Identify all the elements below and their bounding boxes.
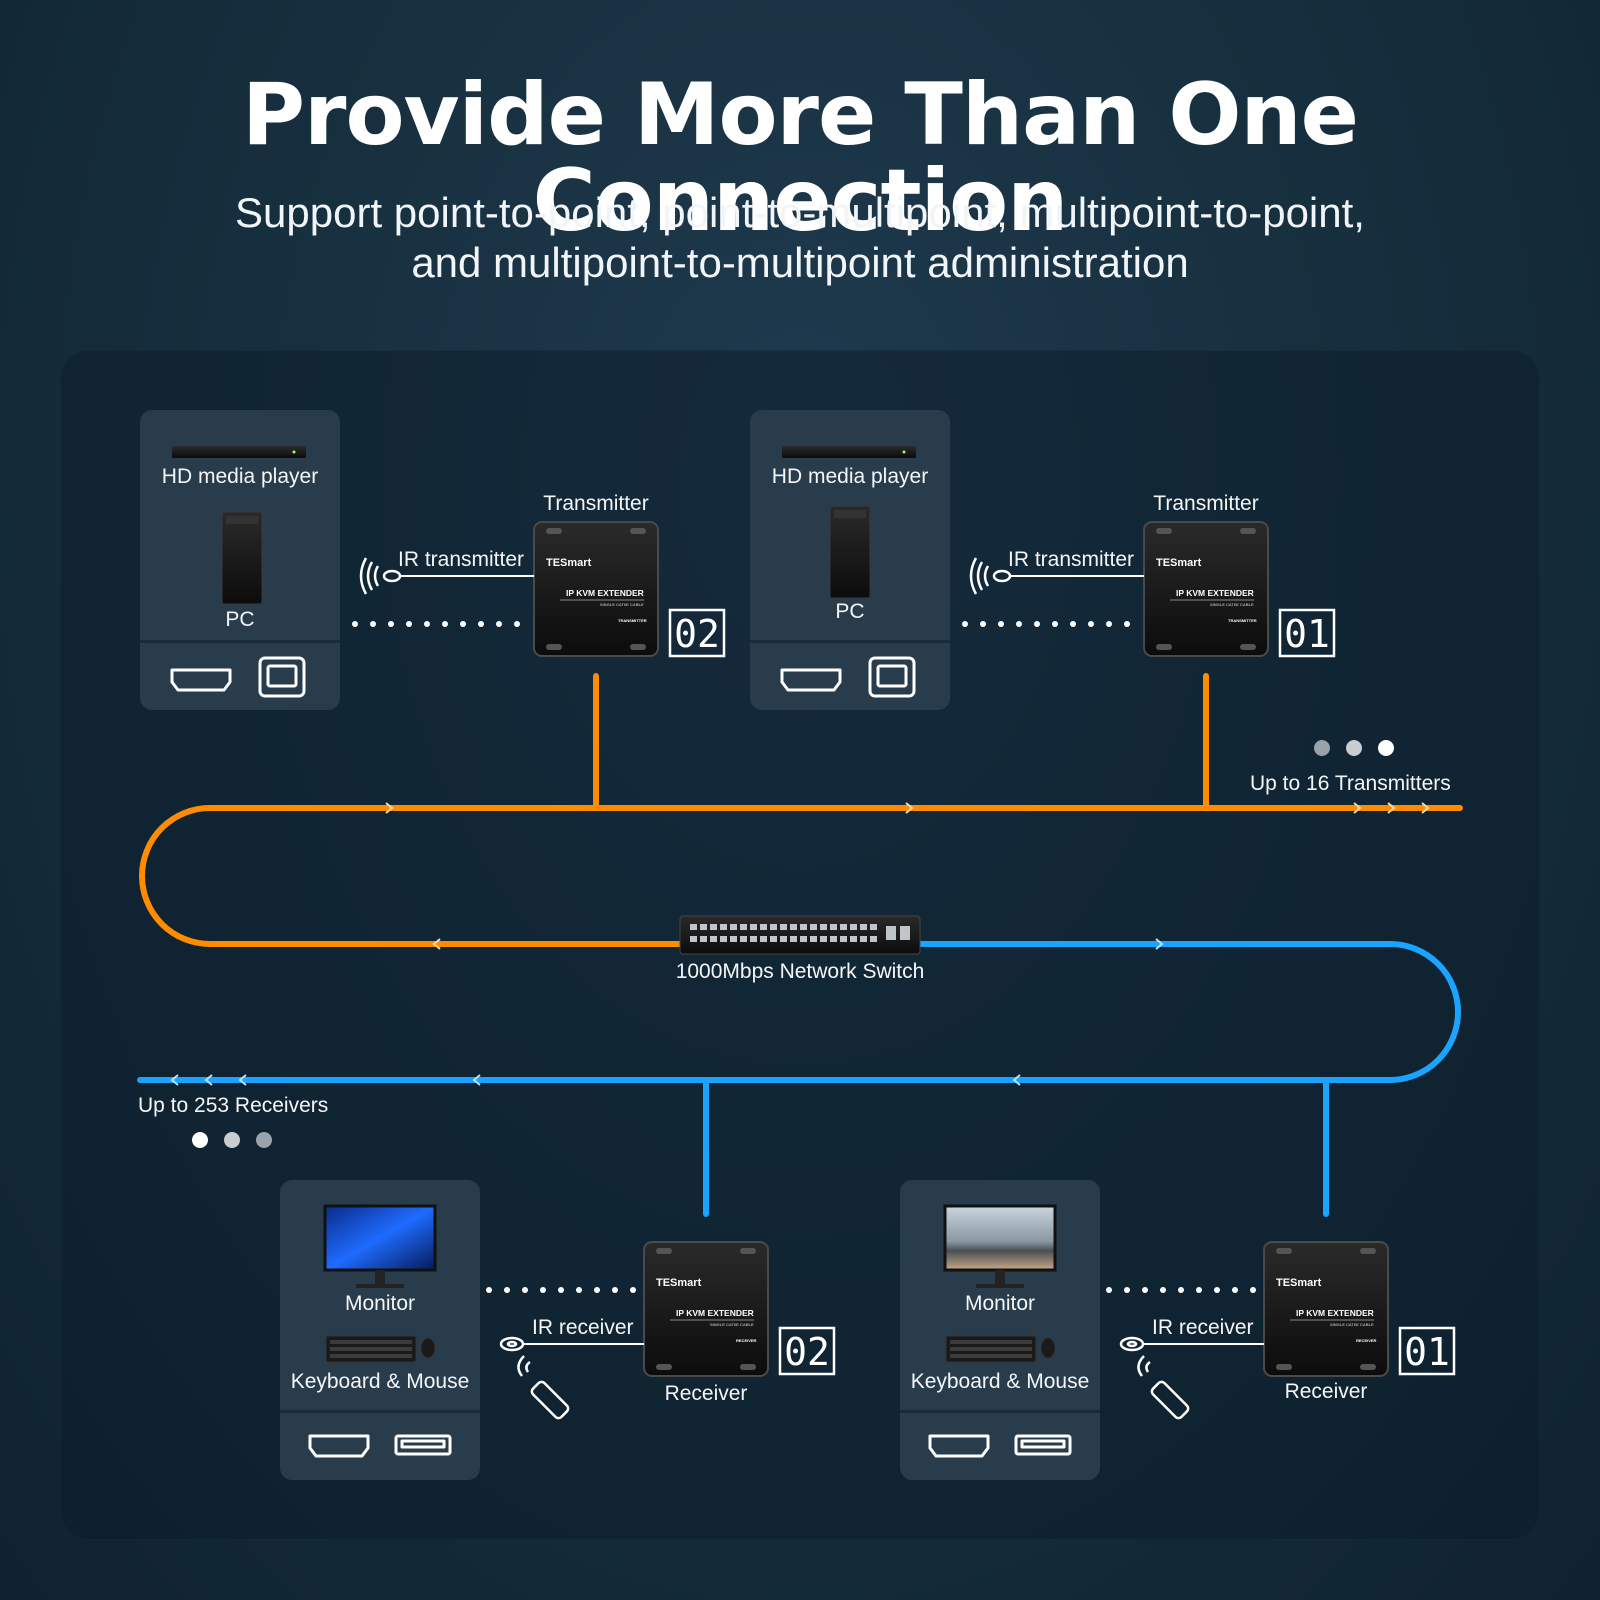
transmitter-1-id-display: 02 [674,612,720,656]
receiver-1-tag: RECEIVER [736,1338,757,1343]
transmitter-1-device-label: Transmitter [543,492,649,515]
transmitter-1-tag: TRANSMITTER [618,618,647,623]
subtitle-line-1: Support point-to-point, point-to-multipo… [235,189,1365,236]
receiver-2-tag: RECEIVER [1356,1338,1377,1343]
transmitter-2-source-top-label: HD media player [771,465,929,488]
receiver-device-icon [1263,1241,1389,1377]
transmitter-2-device-label: Transmitter [1153,492,1259,515]
id-display-frame [778,1326,836,1376]
id-display-frame [1278,608,1336,658]
transmit-network-line [139,673,1463,947]
transmitter-2-tag: TRANSMITTER [1228,618,1257,623]
hdmi-port-icon [170,668,232,692]
receiver-2-ir-label: IR receiver [1152,1316,1254,1339]
pc-tower-icon [221,511,263,605]
receiver-1-model: IP KVM EXTENDER [676,1308,754,1318]
receiver-1-id-display: 02 [784,1330,830,1374]
ir-receiver-icon [499,1336,525,1352]
remote-control-icon [1137,1355,1190,1420]
subtitle-line-2: and multipoint-to-multipoint administrat… [411,239,1189,286]
receiver-2-brand: TESmart [1276,1277,1322,1289]
transmitter-2-brand: TESmart [1156,557,1202,569]
usb-a-port-icon [394,1434,452,1456]
keyboard-mouse-icon [325,1335,436,1363]
transmitter-1-sub: SINGLE CAT6E CABLE [600,602,644,607]
transmitter-1-brand: TESmart [546,557,592,569]
transmitter-device-icon [533,521,659,657]
monitor-icon [323,1204,437,1288]
media-player-icon [172,446,306,458]
dotted-connector-receive-1 [486,1287,636,1293]
id-display-frame [1398,1326,1456,1376]
receiver-1-sub: SINGLE CAT6E CABLE [710,1322,754,1327]
ir-transmitter-icon [359,557,402,595]
dotted-connector-receive-2 [1106,1287,1256,1293]
transmitter-2-ir-label: IR transmitter [1008,548,1135,571]
receiver-1-ir-label: IR receiver [532,1316,634,1339]
usb-b-port-icon [868,656,916,698]
more-receivers-dots [192,1132,272,1148]
transmitters-note: Up to 16 Transmitters [1250,772,1451,795]
transmitter-2-sub: SINGLE CAT6E CABLE [1210,602,1254,607]
more-transmitters-dots [1314,740,1394,756]
transmitter-device-icon [1143,521,1269,657]
receiver-1-device-label: Receiver [664,1382,748,1405]
dotted-connector-transmit-1 [352,621,520,627]
monitor-icon [943,1204,1057,1288]
id-display-frame [668,608,726,658]
receivers-note: Up to 253 Receivers [138,1094,329,1117]
dotted-connector-transmit-2 [962,621,1130,627]
page-title: Provide More Than One Connection [242,65,1359,251]
hdmi-port-icon [780,668,842,692]
receiver-2-id-display: 01 [1404,1330,1450,1374]
transmitter-1-source-bottom-label: PC [225,608,255,631]
transmit-flow-arrows [385,802,1430,950]
usb-a-port-icon [1014,1434,1072,1456]
transmitter-1-model: IP KVM EXTENDER [566,588,644,598]
keyboard-mouse-icon [945,1335,1056,1363]
receiver-2-model: IP KVM EXTENDER [1296,1308,1374,1318]
ir-transmitter-icon [969,557,1012,595]
transmitter-2-id-display: 01 [1284,612,1330,656]
receiver-2-sub: SINGLE CAT6E CABLE [1330,1322,1374,1327]
transmitter-2-source-bottom-label: PC [835,600,865,623]
switch-label: 1000Mbps Network Switch [675,960,925,983]
receiver-device-icon [643,1241,769,1377]
page-subtitle: Support point-to-point, point-to-multipo… [100,188,1500,288]
network-switch-icon [679,915,921,955]
receive-flow-arrows [170,938,1164,1086]
hdmi-port-icon [308,1434,370,1458]
receiver-2-device-label: Receiver [1284,1380,1368,1403]
transmitter-1-source-top-label: HD media player [161,465,319,488]
receiver-1-brand: TESmart [656,1277,702,1289]
transmitter-2-model: IP KVM EXTENDER [1176,588,1254,598]
usb-b-port-icon [258,656,306,698]
receiver-1-display-label: Monitor [344,1292,416,1315]
receive-network-line [137,941,1461,1217]
pc-tower-icon [829,505,871,599]
media-player-icon [782,446,916,458]
receiver-1-input-label: Keyboard & Mouse [290,1370,470,1393]
ir-receiver-icon [1119,1336,1145,1352]
transmitter-1-ir-label: IR transmitter [398,548,525,571]
remote-control-icon [517,1355,570,1420]
receiver-2-input-label: Keyboard & Mouse [910,1370,1090,1393]
receiver-2-display-label: Monitor [964,1292,1036,1315]
hdmi-port-icon [928,1434,990,1458]
